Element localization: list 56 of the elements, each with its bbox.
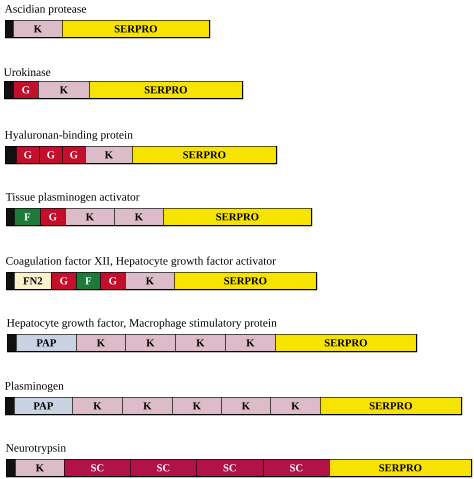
node-label: Hyaluronan-binding protein xyxy=(4,130,133,142)
node-label: Hepatocyte growth factor, Macrophage stimulatory protein xyxy=(6,318,277,330)
domain-box: G xyxy=(13,81,39,99)
domain-box: K xyxy=(125,272,175,290)
domain-box: SC xyxy=(196,459,264,477)
domain-box: G xyxy=(62,146,86,164)
domain-box: SERPRO xyxy=(174,272,317,290)
signal-peptide-box xyxy=(4,81,14,99)
domain-box: G xyxy=(51,272,77,290)
domain-box: SERPRO xyxy=(275,334,417,352)
domain-box: PAP xyxy=(14,397,73,415)
signal-peptide-box xyxy=(6,272,15,290)
domain-box: K xyxy=(76,334,126,352)
domain-box: SC xyxy=(263,459,330,477)
domain-box: K xyxy=(172,397,222,415)
domain-box: SERPRO xyxy=(89,81,243,99)
signal-peptide-box xyxy=(6,459,16,477)
domain-box: K xyxy=(85,146,133,164)
domain-box: K xyxy=(175,334,226,352)
domain-box: SERPRO xyxy=(62,20,210,38)
node-label: Neurotrypsin xyxy=(6,444,66,454)
domain-box: K xyxy=(125,334,176,352)
domain-box: K xyxy=(65,208,115,226)
domain-box: SERPRO xyxy=(132,146,277,164)
node-label: Urokinase xyxy=(4,68,50,76)
node-label: Tissue plasminogen activator xyxy=(6,192,140,204)
domain-box: K xyxy=(225,334,276,352)
domain-box: F xyxy=(14,208,41,226)
domain-box: K xyxy=(13,20,63,38)
signal-peptide-box xyxy=(5,20,14,38)
node-label: Plasminogen xyxy=(4,382,64,392)
signal-peptide-box xyxy=(7,334,17,352)
signal-peptide-box xyxy=(5,146,17,164)
domain-box: K xyxy=(122,397,173,415)
domain-box: FN2 xyxy=(14,272,52,290)
domain-box: K xyxy=(270,397,321,415)
domain-box: SERPRO xyxy=(320,397,462,415)
domain-box: K xyxy=(114,208,164,226)
domain-box: SC xyxy=(64,459,131,477)
signal-peptide-box xyxy=(6,208,15,226)
domain-box: SC xyxy=(130,459,197,477)
signal-peptide-box xyxy=(5,397,15,415)
domain-box: SERPRO xyxy=(163,208,312,226)
domain-box: K xyxy=(72,397,123,415)
domain-box: K xyxy=(15,459,65,477)
domain-box: G xyxy=(100,272,126,290)
domain-box: F xyxy=(76,272,101,290)
domain-box: G xyxy=(16,146,40,164)
node-label: Ascidian protease xyxy=(4,4,86,16)
domain-box: G xyxy=(39,146,63,164)
domain-box: K xyxy=(221,397,271,415)
domain-box: PAP xyxy=(16,334,77,352)
domain-box: G xyxy=(40,208,66,226)
domain-box: K xyxy=(38,81,90,99)
domain-box: SERPRO xyxy=(329,459,472,477)
node-label: Coagulation factor XII, Hepatocyte growth factor activator xyxy=(6,256,276,268)
